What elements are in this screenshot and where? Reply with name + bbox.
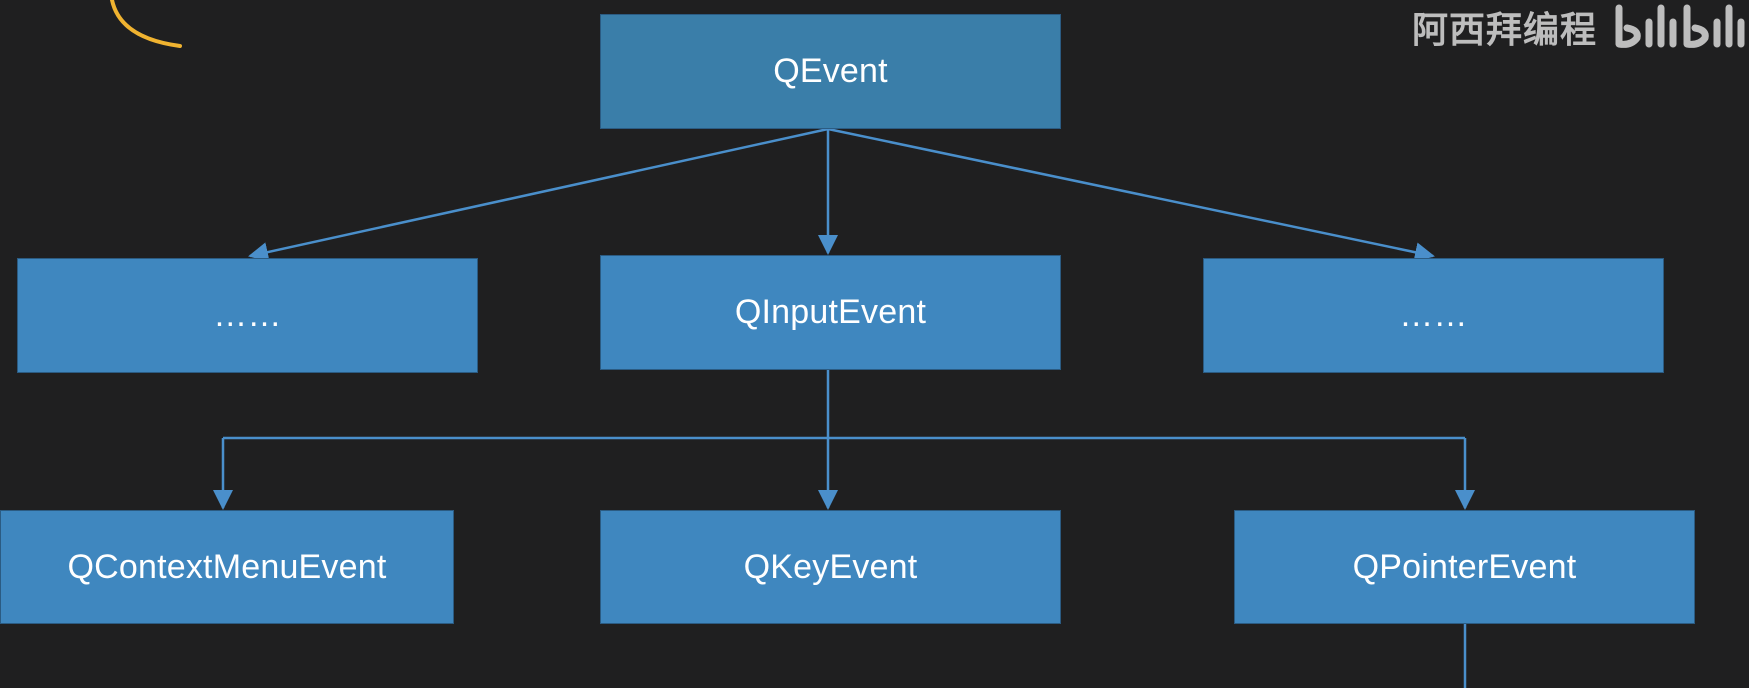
node-qinputevent: QInputEvent (600, 255, 1061, 370)
node-left-ellipsis: …… (17, 258, 478, 373)
channel-name: 阿西拜编程 (1411, 10, 1597, 51)
node-right-ellipsis: …… (1203, 258, 1664, 373)
node-label: …… (1399, 296, 1468, 334)
bilibili-logo-icon (1615, 4, 1745, 48)
node-qcontextmenuevent: QContextMenuEvent (0, 510, 454, 624)
edge-root-to-right-mid (827, 127, 1435, 263)
node-label: …… (213, 296, 282, 334)
decorative-arc (110, 0, 182, 48)
edge-root-to-left-mid (248, 127, 829, 262)
node-label: QEvent (773, 52, 888, 90)
node-label: QKeyEvent (743, 547, 918, 586)
node-qevent: QEvent (600, 14, 1061, 129)
channel-watermark: 阿西拜编程 (1412, 0, 1749, 54)
node-qkeyevent: QKeyEvent (600, 510, 1061, 624)
node-label: QInputEvent (734, 293, 927, 331)
node-label: QPointerEvent (1352, 547, 1577, 586)
node-label: QContextMenuEvent (67, 547, 387, 586)
node-qpointerevent: QPointerEvent (1234, 510, 1695, 624)
